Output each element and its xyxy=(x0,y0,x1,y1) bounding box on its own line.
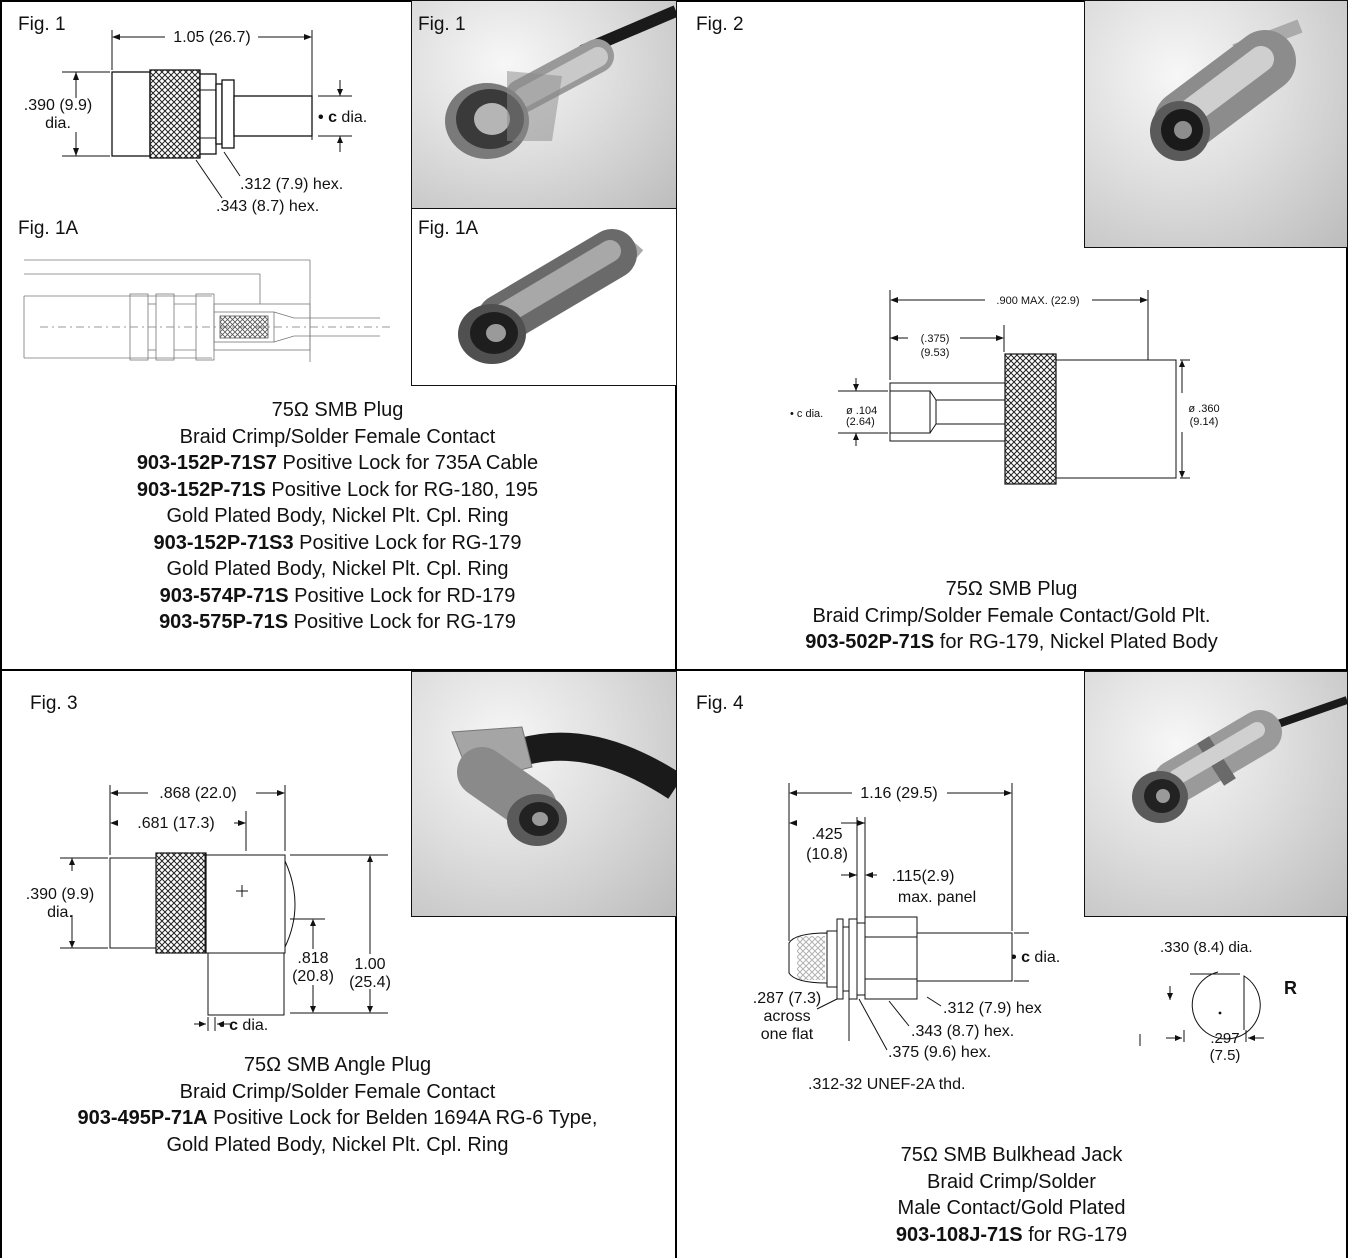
caption-line: Braid Crimp/Solder xyxy=(927,1170,1096,1193)
caption-line: Gold Plated Body, Nickel Plt. Cpl. Ring xyxy=(166,505,509,527)
fig2-pin-mm: (2.64) xyxy=(846,416,875,428)
panel4-caption: 75Ω SMB Bulkhead Jack Braid Crimp/Solder… xyxy=(677,1142,1346,1248)
caption-line: 75Ω SMB Plug xyxy=(945,578,1078,600)
fig1a-photo-label: Fig. 1A xyxy=(418,218,479,239)
caption-line: Gold Plated Body, Nickel Plt. Cpl. Ring xyxy=(166,558,509,580)
caption-line: Braid Crimp/Solder Female Contact xyxy=(179,1080,496,1103)
fig4-r-profile: .330 (8.4) dia. R .297 (7.5) xyxy=(1139,939,1297,1064)
caption-line: 903-502P-71S for RG-179, Nickel Plated B… xyxy=(805,631,1218,653)
fig2-od-in: ø .360 xyxy=(1188,403,1219,415)
fig3-dia-dim: .390 (9.9) xyxy=(26,886,94,903)
fig2-pin-in: ø .104 xyxy=(846,405,877,417)
plug-photo-illustration xyxy=(445,5,676,159)
fig4-r-in: .297 xyxy=(1210,1030,1239,1047)
fig3-photo-illustration xyxy=(451,726,676,846)
caption-line: 903-574P-71S Positive Lock for RD-179 xyxy=(159,584,516,607)
fig3-label: Fig. 3 xyxy=(30,693,78,714)
fig4-a-in: .425 xyxy=(811,826,842,843)
fig1a-photo-illustration xyxy=(458,229,644,364)
fig4-photo xyxy=(1084,671,1348,917)
fig4-drawing: 1.16 (29.5) .425 (10.8) .115(2.9) max. p… xyxy=(788,783,1060,1051)
fig4-panel-in: .115(2.9) xyxy=(892,868,955,885)
fig1-dia-unit: dia. xyxy=(45,115,71,132)
fig4-r-letter: R xyxy=(1284,978,1297,998)
panel2-caption: 75Ω SMB Plug Braid Crimp/Solder Female C… xyxy=(677,576,1346,656)
fig3-partial-dim: .681 (17.3) xyxy=(137,815,214,832)
fig2-label: Fig. 2 xyxy=(696,14,744,35)
fig1-length-dim: 1.05 (26.7) xyxy=(173,29,250,46)
fig2-length-dim: .900 MAX. (22.9) xyxy=(996,295,1079,307)
caption-line: 903-495P-71A Positive Lock for Belden 16… xyxy=(77,1107,598,1129)
panel3-caption: 75Ω SMB Angle Plug Braid Crimp/Solder Fe… xyxy=(0,1052,675,1158)
page-border-right xyxy=(1346,0,1348,1258)
caption-line: Male Contact/Gold Plated xyxy=(897,1197,1126,1219)
caption-line: 75Ω SMB Bulkhead Jack xyxy=(900,1144,1123,1166)
caption-line: 903-152P-71S Positive Lock for RG-180, 1… xyxy=(136,478,539,501)
fig3-height-mm: (25.4) xyxy=(349,974,391,991)
fig2-inner-mm: (9.53) xyxy=(921,347,950,359)
fig4-panel-note: max. panel xyxy=(898,889,976,906)
horizontal-divider xyxy=(0,669,1348,671)
fig4-hex2: .343 (8.7) hex. xyxy=(911,1023,1014,1040)
caption-line: 903-152P-71S3 Positive Lock for RG-179 xyxy=(153,531,522,554)
fig1a-photo xyxy=(411,208,677,386)
fig3-mid-in: .818 xyxy=(297,950,328,967)
fig4-hex3: .375 (9.6) hex. xyxy=(888,1044,992,1061)
fig1-drawing: 1.05 (26.7) .390 (9.9) dia. • c dia. .31… xyxy=(24,29,367,215)
fig3-overall-dim: .868 (22.0) xyxy=(159,785,236,802)
fig3-photo xyxy=(411,671,677,917)
fig4-hex1: .312 (7.9) hex xyxy=(943,1000,1042,1017)
fig4-label: Fig. 4 xyxy=(696,693,744,714)
vertical-divider xyxy=(675,0,677,1258)
caption-line: Gold Plated Body, Nickel Plt. Cpl. Ring xyxy=(166,1133,509,1156)
fig2-c-dia: • c dia. xyxy=(790,408,823,420)
svg-text:• c dia.: • c dia. xyxy=(318,109,367,126)
svg-text:• c dia.: • c dia. xyxy=(1011,949,1060,966)
fig3-c-dia: • c dia. xyxy=(219,1017,269,1034)
fig1-photo-label: Fig. 1 xyxy=(418,14,466,35)
fig3-mid-mm: (20.8) xyxy=(292,968,334,985)
caption-line: 903-108J-71S for RG-179 xyxy=(895,1223,1128,1246)
caption-line: 903-575P-71S Positive Lock for RG-179 xyxy=(159,611,516,633)
fig1a-drawing xyxy=(23,259,390,362)
fig1-label: Fig. 1 xyxy=(18,14,66,35)
fig4-r-dia: .330 (8.4) dia. xyxy=(1160,939,1253,956)
fig2-od-mm: (9.14) xyxy=(1190,416,1219,428)
caption-line: 75Ω SMB Plug xyxy=(271,399,404,421)
fig1-hex2: .343 (8.7) hex. xyxy=(216,198,319,215)
fig2-drawing: .900 MAX. (22.9) (.375) (9.53) • c dia. … xyxy=(790,290,1220,485)
page-border-left xyxy=(0,0,2,1258)
caption-line: 903-152P-71S7 Positive Lock for 735A Cab… xyxy=(136,452,539,474)
fig3-dia-unit: dia. xyxy=(47,904,73,921)
caption-line: Braid Crimp/Solder Female Contact/Gold P… xyxy=(812,604,1211,627)
fig1-photo xyxy=(411,0,677,210)
fig1-hex1: .312 (7.9) hex. xyxy=(240,176,343,193)
fig4-flat-note: .287 (7.3) across one flat xyxy=(752,990,822,1043)
fig1-dia-dim: .390 (9.9) xyxy=(24,97,92,114)
fig3-drawing: .868 (22.0) .681 (17.3) .390 (9.9) dia. … xyxy=(26,785,391,1031)
fig3-height-in: 1.00 xyxy=(354,956,385,973)
fig4-photo-illustration xyxy=(1132,696,1347,823)
fig4-r-mm: (7.5) xyxy=(1210,1047,1241,1064)
panel1-caption: 75Ω SMB Plug Braid Crimp/Solder Female C… xyxy=(0,397,675,636)
caption-line: 75Ω SMB Angle Plug xyxy=(243,1054,432,1076)
fig2-photo-illustration xyxy=(1150,19,1303,161)
fig1a-label: Fig. 1A xyxy=(18,218,79,239)
caption-line: Braid Crimp/Solder Female Contact xyxy=(179,425,496,448)
fig4-length-dim: 1.16 (29.5) xyxy=(860,785,937,802)
fig2-inner-in: (.375) xyxy=(921,333,950,345)
fig4-a-mm: (10.8) xyxy=(806,846,848,863)
fig2-photo xyxy=(1084,0,1348,248)
fig4-thread: .312-32 UNEF-2A thd. xyxy=(808,1076,966,1093)
